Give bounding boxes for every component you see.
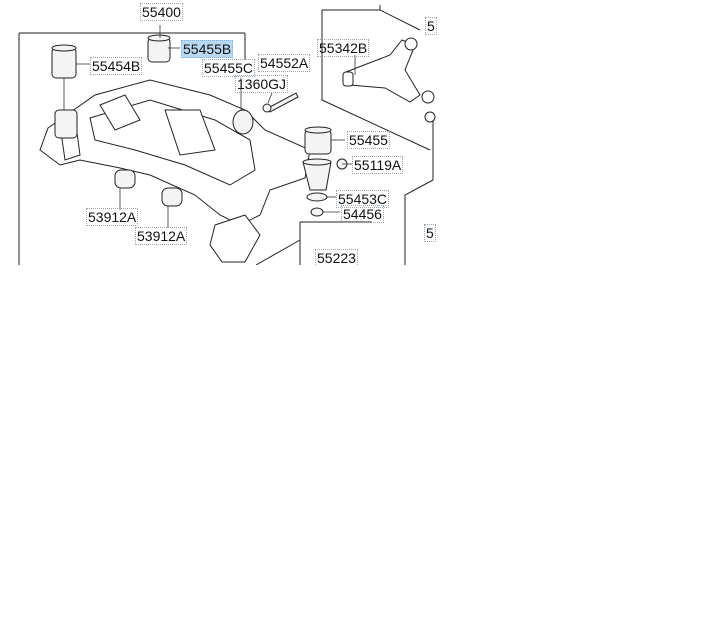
callout-55455c[interactable]: 55455C — [202, 59, 256, 77]
right-leader-box — [404, 179, 434, 265]
nut-54456 — [310, 207, 324, 217]
bushing-mount-1 — [54, 109, 78, 139]
arm-box-left — [321, 10, 431, 151]
callout-55453c[interactable]: 55453C — [336, 190, 390, 208]
washer-55453c — [306, 192, 328, 202]
callout-55455[interactable]: 55455 — [347, 131, 390, 149]
exploded-view-diagram: 55400 55455B 55454B 55455C 54552A 1360GJ… — [0, 0, 440, 265]
arm-box-top — [322, 5, 381, 11]
callout-55400[interactable]: 55400 — [140, 3, 183, 21]
leader-lines — [63, 25, 356, 228]
arm-box-diag — [379, 9, 421, 31]
callout-55119a[interactable]: 55119A — [352, 156, 404, 174]
subframe-illustration — [18, 5, 436, 265]
bushing-53912a-2 — [161, 187, 183, 207]
bushing-55454b — [51, 44, 77, 79]
bushing-53912a-1 — [114, 169, 136, 189]
callout-55455b[interactable]: 55455B — [181, 40, 234, 58]
callout-55342b[interactable]: 55342B — [317, 39, 370, 57]
bushing-mount-2 — [232, 109, 254, 135]
callout-cut-right[interactable]: 5 — [424, 224, 436, 242]
bushing-55455c — [302, 158, 332, 191]
bushing-55455b — [147, 34, 171, 63]
bushing-55455 — [304, 126, 332, 155]
callout-1360gj[interactable]: 1360GJ — [235, 75, 289, 93]
callout-54552a[interactable]: 54552A — [258, 54, 311, 72]
callout-55223[interactable]: 55223 — [315, 249, 358, 265]
callout-55454b[interactable]: 55454B — [90, 57, 143, 75]
callout-53912a-1[interactable]: 53912A — [86, 208, 139, 226]
callout-54456[interactable]: 54456 — [341, 205, 384, 223]
callout-cut-top-right[interactable]: 5 — [425, 17, 437, 35]
control-arm — [342, 37, 436, 123]
callout-53912a-2[interactable]: 53912A — [135, 227, 188, 245]
bolt-1360gj — [262, 92, 299, 113]
